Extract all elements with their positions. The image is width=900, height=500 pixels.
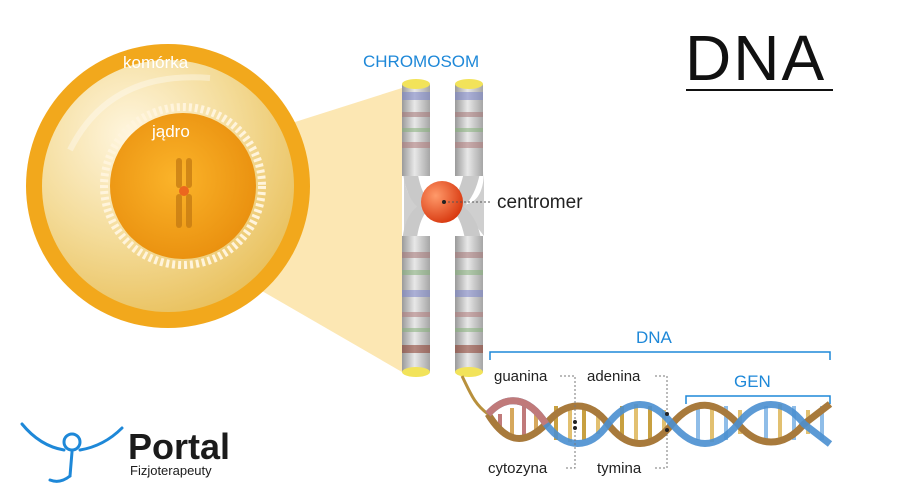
label-nucleus: jądro (151, 122, 190, 141)
logo-figure-icon (20, 422, 124, 483)
label-gene: GEN (734, 372, 771, 391)
dna-strand-tail (460, 375, 489, 416)
telomere-top-right (455, 79, 483, 89)
label-guanine: guanina (494, 368, 548, 385)
nucleus-pores (100, 103, 266, 269)
label-cytosine: cytozyna (488, 460, 548, 477)
helix-backbone-a (485, 401, 833, 447)
label-adenine: adenina (587, 368, 641, 385)
label-centromere: centromer (497, 192, 583, 213)
label-thymine: tymina (597, 460, 642, 477)
logo: Portal Fizjoterapeuty (20, 422, 230, 483)
dna-bracket (489, 351, 831, 360)
logo-name: Portal (128, 426, 230, 467)
page-title: DNA (685, 22, 826, 94)
chromatid-bands (402, 92, 483, 353)
label-chromosome: CHROMOSOM (363, 52, 479, 71)
mini-chromosome (176, 158, 192, 228)
chromosome (402, 79, 484, 377)
label-cell: komórka (123, 53, 189, 72)
telomere-bottom-right (455, 367, 483, 377)
label-dna: DNA (636, 328, 673, 347)
telomere-top-left (402, 79, 430, 89)
gen-bracket (685, 395, 831, 404)
base-leader-lines (560, 375, 668, 469)
logo-tagline: Fizjoterapeuty (130, 463, 212, 478)
telomere-bottom-left (402, 367, 430, 377)
nucleus (110, 113, 256, 259)
